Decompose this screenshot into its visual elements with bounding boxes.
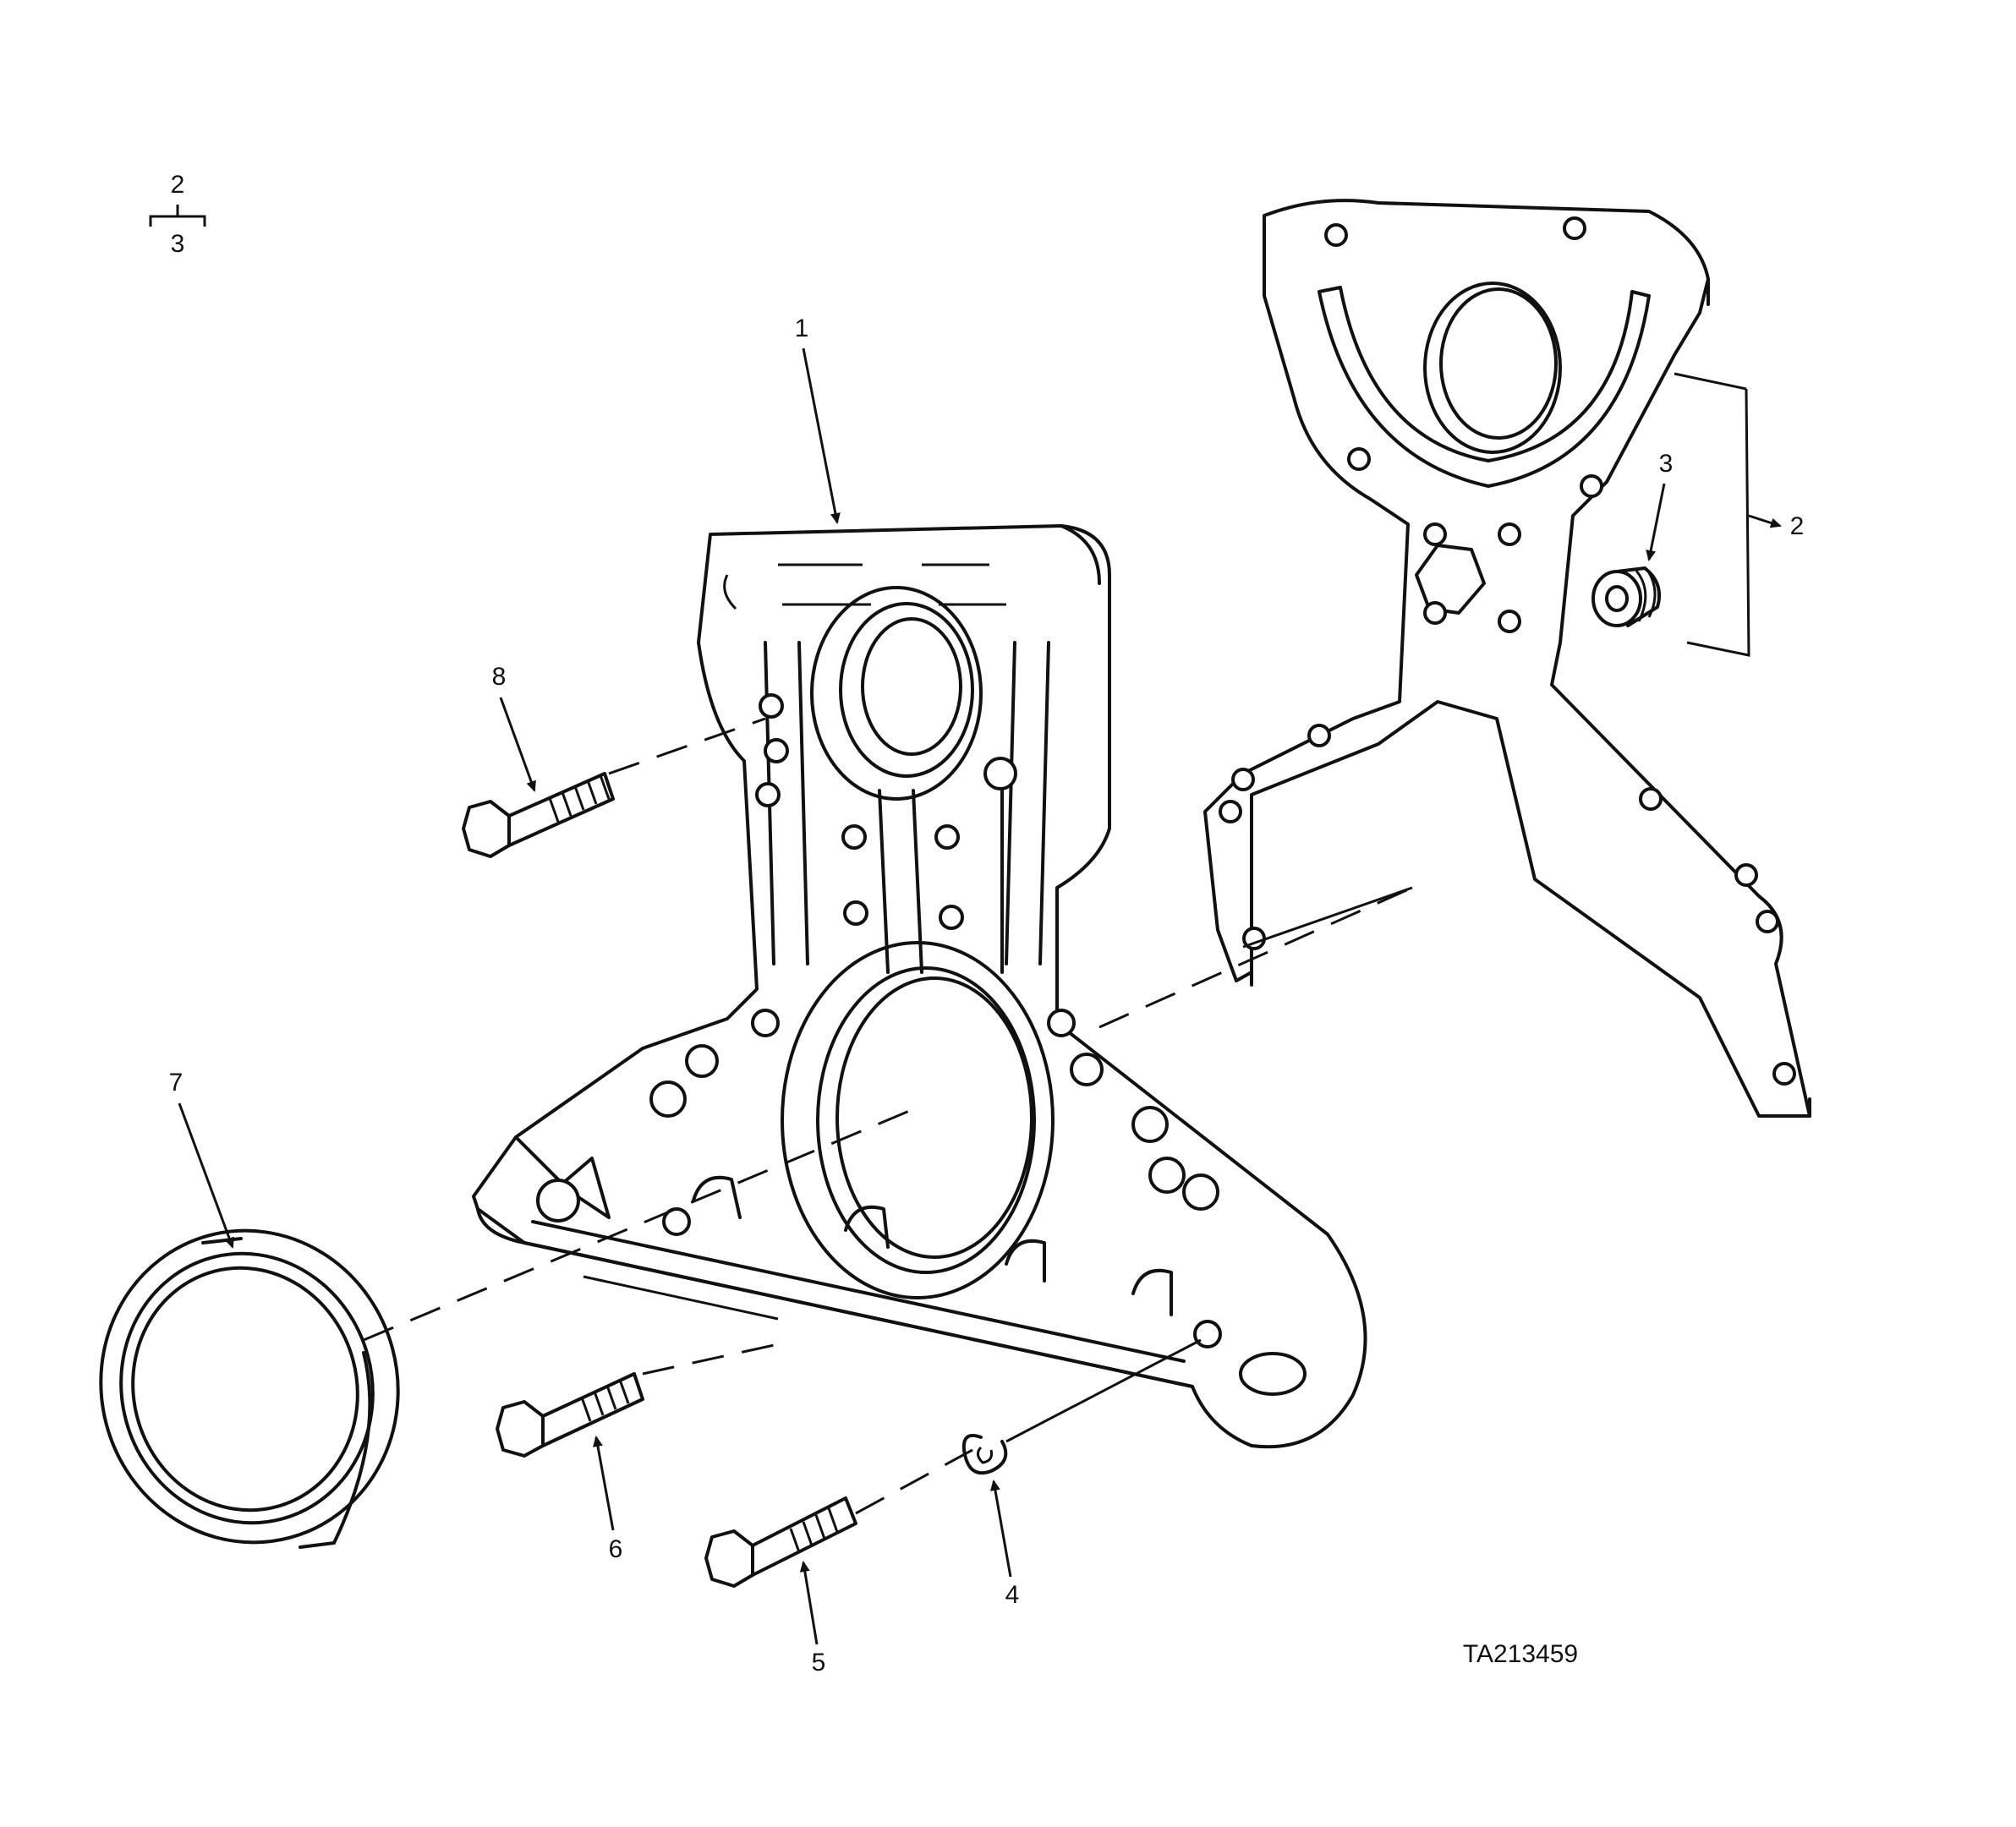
callout-8: 8 bbox=[492, 663, 507, 691]
lock-washer bbox=[961, 1433, 1008, 1475]
figure-code: TA213459 bbox=[1463, 1640, 1578, 1668]
callout-7: 7 bbox=[169, 1069, 184, 1097]
callout-3: 3 bbox=[1659, 450, 1674, 478]
callout-4: 4 bbox=[1005, 1581, 1020, 1609]
callout-5: 5 bbox=[812, 1649, 826, 1677]
bolt-lower-left bbox=[496, 1372, 644, 1458]
callout-6: 6 bbox=[609, 1535, 623, 1563]
gasket bbox=[1203, 199, 1811, 1118]
callout-1: 1 bbox=[795, 315, 809, 342]
locator-top: 2 bbox=[171, 171, 185, 199]
seal-ring bbox=[99, 1228, 400, 1549]
plug bbox=[1591, 566, 1662, 627]
callouts: 1 2 3 4 5 6 7 8 bbox=[169, 315, 1805, 1677]
locator-bottom: 3 bbox=[171, 230, 185, 258]
bolt-bottom bbox=[704, 1496, 857, 1588]
callout-2: 2 bbox=[1790, 512, 1805, 540]
alignment-lines bbox=[363, 717, 1413, 1515]
bolt-upper bbox=[462, 772, 615, 858]
front-plate bbox=[472, 524, 1367, 1449]
locator-symbol: 2 3 bbox=[149, 171, 206, 258]
